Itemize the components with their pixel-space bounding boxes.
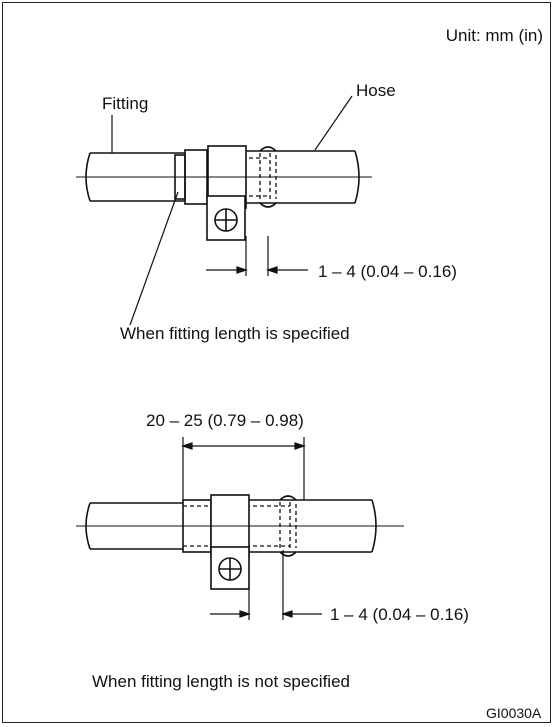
top-caption: When fitting length is specified — [120, 324, 350, 343]
figure-code: GI0030A — [486, 705, 542, 721]
top-gap-dimension — [206, 236, 308, 276]
top-clamp — [206, 145, 247, 241]
insertion-length-dimension — [181, 437, 306, 500]
bottom-gap-dimension — [210, 550, 322, 620]
bottom-clamp — [210, 494, 250, 590]
bottom-caption: When fitting length is not specified — [92, 672, 350, 691]
caption-leader — [129, 191, 179, 326]
fitting-label: Fitting — [102, 94, 149, 113]
hose-label: Hose — [356, 81, 396, 100]
bottom-gap-dimension-label: 1 – 4 (0.04 – 0.16) — [330, 605, 469, 624]
hose-leader — [314, 95, 353, 151]
unit-label: Unit: mm (in) — [445, 26, 543, 45]
top-gap-dimension-label: 1 – 4 (0.04 – 0.16) — [318, 262, 457, 281]
insertion-length-label: 20 – 25 (0.79 – 0.98) — [146, 411, 304, 430]
